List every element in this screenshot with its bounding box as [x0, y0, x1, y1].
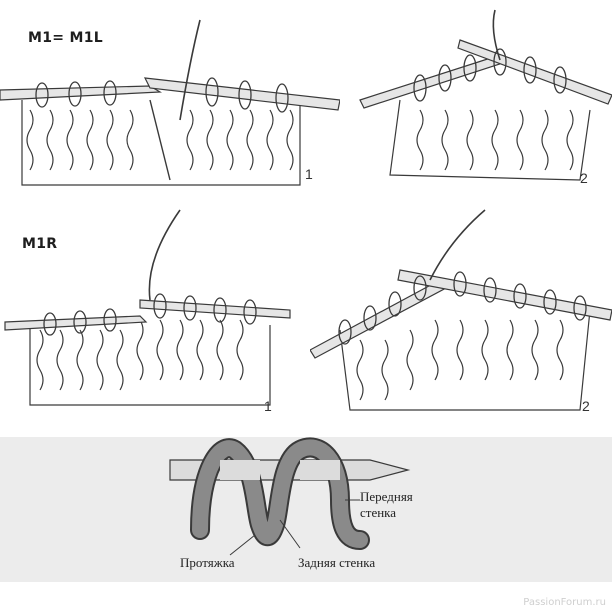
working-yarn — [492, 9, 501, 61]
right-needle — [139, 299, 291, 319]
front-wall-label-line2: стенка — [360, 505, 397, 520]
left-needle — [0, 85, 163, 101]
step-number-1: 1 — [264, 398, 272, 414]
step-number-1: 1 — [305, 166, 313, 182]
yarn-loop — [192, 439, 368, 548]
working-yarn — [429, 209, 486, 281]
watermark: PassionForum.ru — [523, 597, 606, 608]
m1l-step1-illustration — [0, 19, 340, 186]
back-wall-label: Задняя стенка — [298, 555, 376, 570]
left-needle — [359, 54, 508, 109]
loop-anatomy-diagram — [169, 437, 411, 556]
m1r-label: M1R — [22, 236, 58, 252]
step-number-2: 2 — [582, 398, 590, 414]
annotation-leaders — [229, 499, 360, 556]
knitted-fabric — [21, 99, 301, 186]
working-yarn — [148, 209, 181, 301]
right-needle — [397, 269, 612, 321]
strand-label: Протяжка — [180, 555, 235, 570]
left-needle — [4, 315, 148, 331]
right-needle — [143, 77, 340, 111]
m1-m1l-label: M1= M1L — [28, 30, 103, 46]
right-needle — [457, 39, 612, 105]
working-yarn — [179, 19, 201, 121]
m1l-step2-illustration — [359, 9, 612, 181]
front-wall-label-line1: Передняя — [360, 489, 413, 504]
m1r-step1-illustration — [4, 209, 291, 406]
step-number-2: 2 — [580, 170, 588, 186]
m1r-step2-illustration — [310, 209, 612, 411]
